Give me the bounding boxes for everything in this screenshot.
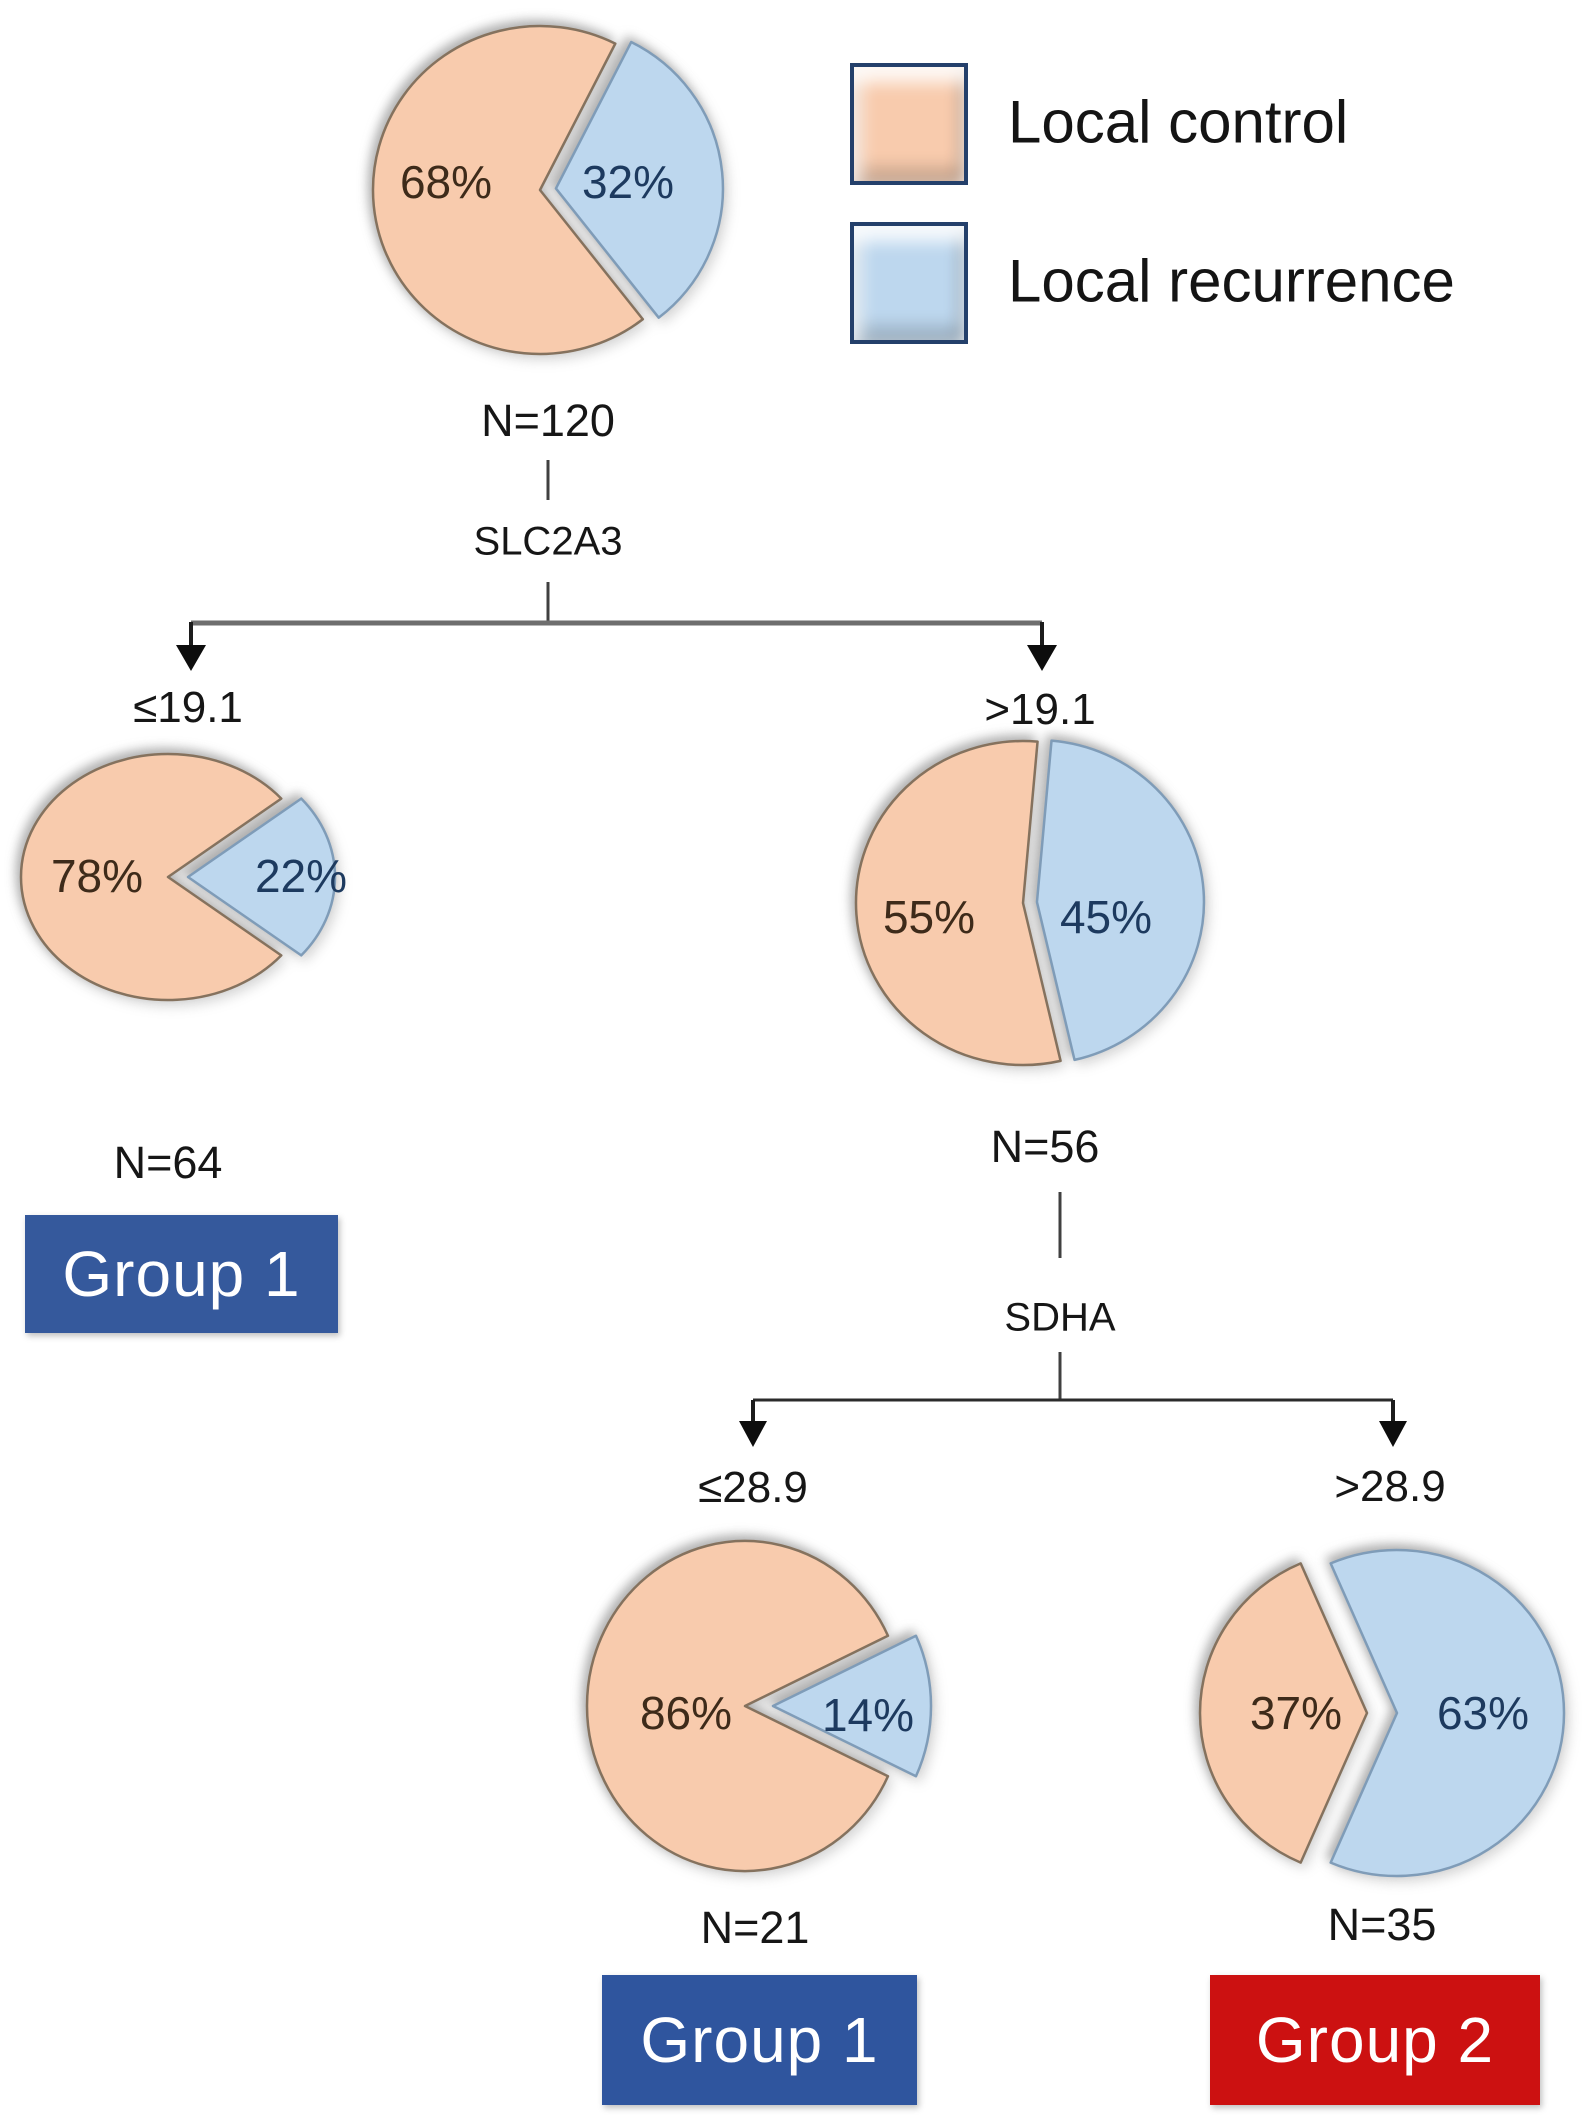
group1-box-left: Group 1 <box>25 1215 338 1333</box>
pie-percent-label: 22% <box>254 850 348 902</box>
group2-box-label: Group 2 <box>1255 2004 1495 2076</box>
split-gene-slc2a3: SLC2A3 <box>473 519 623 564</box>
slc2a3-left-arrowhead-icon <box>176 645 206 671</box>
branch-label-sdha-high: >28.9 <box>1334 1462 1446 1511</box>
group1-box-left-label: Group 1 <box>62 1238 301 1310</box>
group2-box: Group 2 <box>1210 1975 1540 2105</box>
n-label-slc2a3-high: N=56 <box>990 1121 1100 1172</box>
legend-swatch-local-control <box>850 63 968 185</box>
pie-percent-label: 68% <box>399 156 493 208</box>
pie-percent-label: 32% <box>581 156 675 208</box>
n-label-root: N=120 <box>481 395 615 446</box>
legend-label-local-control: Local control <box>1008 88 1349 156</box>
branch-label-slc2a3-low: ≤19.1 <box>133 683 243 732</box>
pie-slice-local-control <box>1198 1562 1369 1864</box>
sdha-left-arrowhead-icon <box>739 1421 767 1447</box>
pie-SLC2A3-low <box>19 752 337 1002</box>
branch-label-slc2a3-high: >19.1 <box>984 685 1096 734</box>
legend-label-local-recurrence: Local recurrence <box>1008 247 1455 315</box>
pie-percent-label: 63% <box>1436 1687 1530 1739</box>
pie-percent-label: 37% <box>1249 1687 1343 1739</box>
pie-slice-local-control <box>585 1539 890 1873</box>
pie-slice-local-recurrence <box>554 40 725 319</box>
pie-percent-label: 55% <box>882 891 976 943</box>
pie-slice-local-control <box>371 24 645 356</box>
n-label-sdha-high: N=35 <box>1327 1899 1437 1950</box>
pie-SLC2A3-high <box>854 739 1206 1067</box>
pie-slice-local-control <box>19 752 283 1002</box>
pie-slice-local-control <box>854 739 1062 1067</box>
n-label-group1-left: N=64 <box>113 1137 223 1188</box>
pie-slice-local-recurrence <box>1329 1548 1566 1878</box>
split-gene-sdha: SDHA <box>1004 1295 1116 1340</box>
pie-SDHA-low <box>585 1539 933 1873</box>
pie-slice-local-recurrence <box>771 1634 933 1778</box>
pie-slice-local-recurrence <box>186 797 337 957</box>
legend-swatch-local-recurrence <box>850 222 968 344</box>
n-label-sdha-low: N=21 <box>700 1902 810 1953</box>
pie-SDHA-high <box>1198 1548 1566 1878</box>
pie-percent-label: 14% <box>821 1689 915 1741</box>
pie-root <box>371 24 725 356</box>
group1-box-bottom-label: Group 1 <box>640 2004 879 2076</box>
branch-label-sdha-low: ≤28.9 <box>698 1463 808 1512</box>
group1-box-bottom: Group 1 <box>602 1975 917 2105</box>
slc2a3-right-arrowhead-icon <box>1027 645 1057 671</box>
pie-percent-label: 86% <box>639 1687 733 1739</box>
pie-percent-label: 78% <box>50 850 144 902</box>
pie-slice-local-recurrence <box>1035 739 1206 1062</box>
pie-percent-label: 45% <box>1059 891 1153 943</box>
sdha-right-arrowhead-icon <box>1379 1421 1407 1447</box>
